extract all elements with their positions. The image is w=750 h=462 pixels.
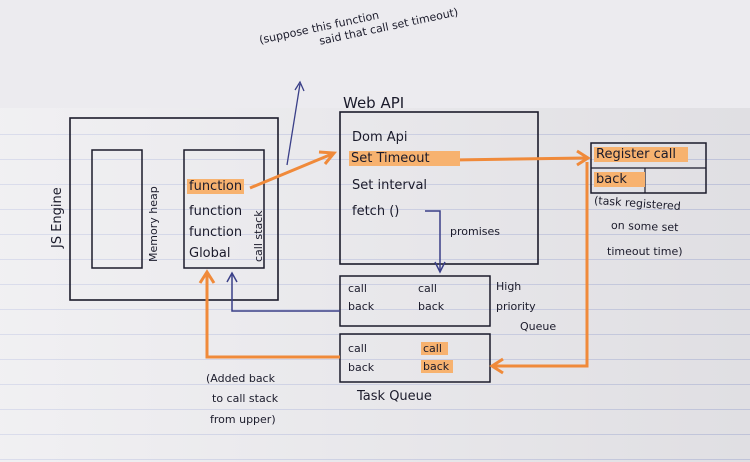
orange-arrow-to-register (452, 156, 587, 162)
promises-label: promises (450, 225, 500, 238)
hpq-item-2-line-1: call (418, 282, 437, 295)
tq-item-2-line-2: back (421, 360, 454, 373)
hpq-label-line-1: High (496, 280, 522, 293)
stack-item: function (189, 225, 243, 240)
call-stack-label: call stack (252, 210, 265, 262)
stack-item: function (189, 204, 243, 219)
hpq-label-line-2: priority (496, 300, 536, 313)
hpq-item-1-line-1: call (348, 282, 367, 295)
hpq-item-2-line-2: back (418, 300, 445, 313)
hpq-label-line-3: Queue (520, 320, 557, 333)
tq-item-1-line-2: back (348, 361, 375, 374)
web-api-item-fetch: fetch () (352, 204, 400, 219)
stack-item-highlighted: function (187, 179, 245, 194)
web-api-item-settimeout: Set Timeout (349, 151, 460, 166)
hpq-item-1-line-2: back (348, 300, 375, 313)
tq-item-2-line-1: call (421, 342, 448, 355)
js-engine-label: JS Engine (50, 187, 65, 248)
left-note-line-3: from upper) (210, 413, 276, 426)
web-api-box (339, 111, 539, 265)
web-api-item: Dom Api (352, 130, 408, 145)
task-queue-label: Task Queue (357, 389, 432, 404)
js-engine-box (69, 117, 279, 301)
web-api-item: Set interval (352, 178, 428, 193)
left-note-line-2: to call stack (212, 392, 279, 405)
register-text-line-1: Register call (594, 147, 688, 162)
note-arrow (286, 83, 301, 166)
web-api-title: Web API (343, 94, 405, 112)
priority-arrow-to-callstack (231, 274, 340, 312)
orange-arrow-to-callstack (205, 274, 340, 359)
memory-heap-box (91, 149, 143, 269)
register-text-line-2: back (594, 172, 645, 187)
memory-heap-label: Memory heap (147, 186, 160, 262)
register-note-line-2: on some set (610, 218, 679, 235)
orange-arrow-to-taskqueue (494, 162, 589, 368)
promises-arrow (425, 210, 441, 270)
tq-item-1-line-1: call (348, 342, 367, 355)
call-stack-box (183, 149, 265, 269)
high-priority-queue-box (339, 275, 491, 327)
left-note-line-1: (Added back (206, 372, 275, 385)
stack-item-global: Global (189, 246, 231, 261)
register-note-line-3: timeout time) (607, 245, 683, 258)
orange-arrow-to-settimeout (249, 152, 333, 190)
